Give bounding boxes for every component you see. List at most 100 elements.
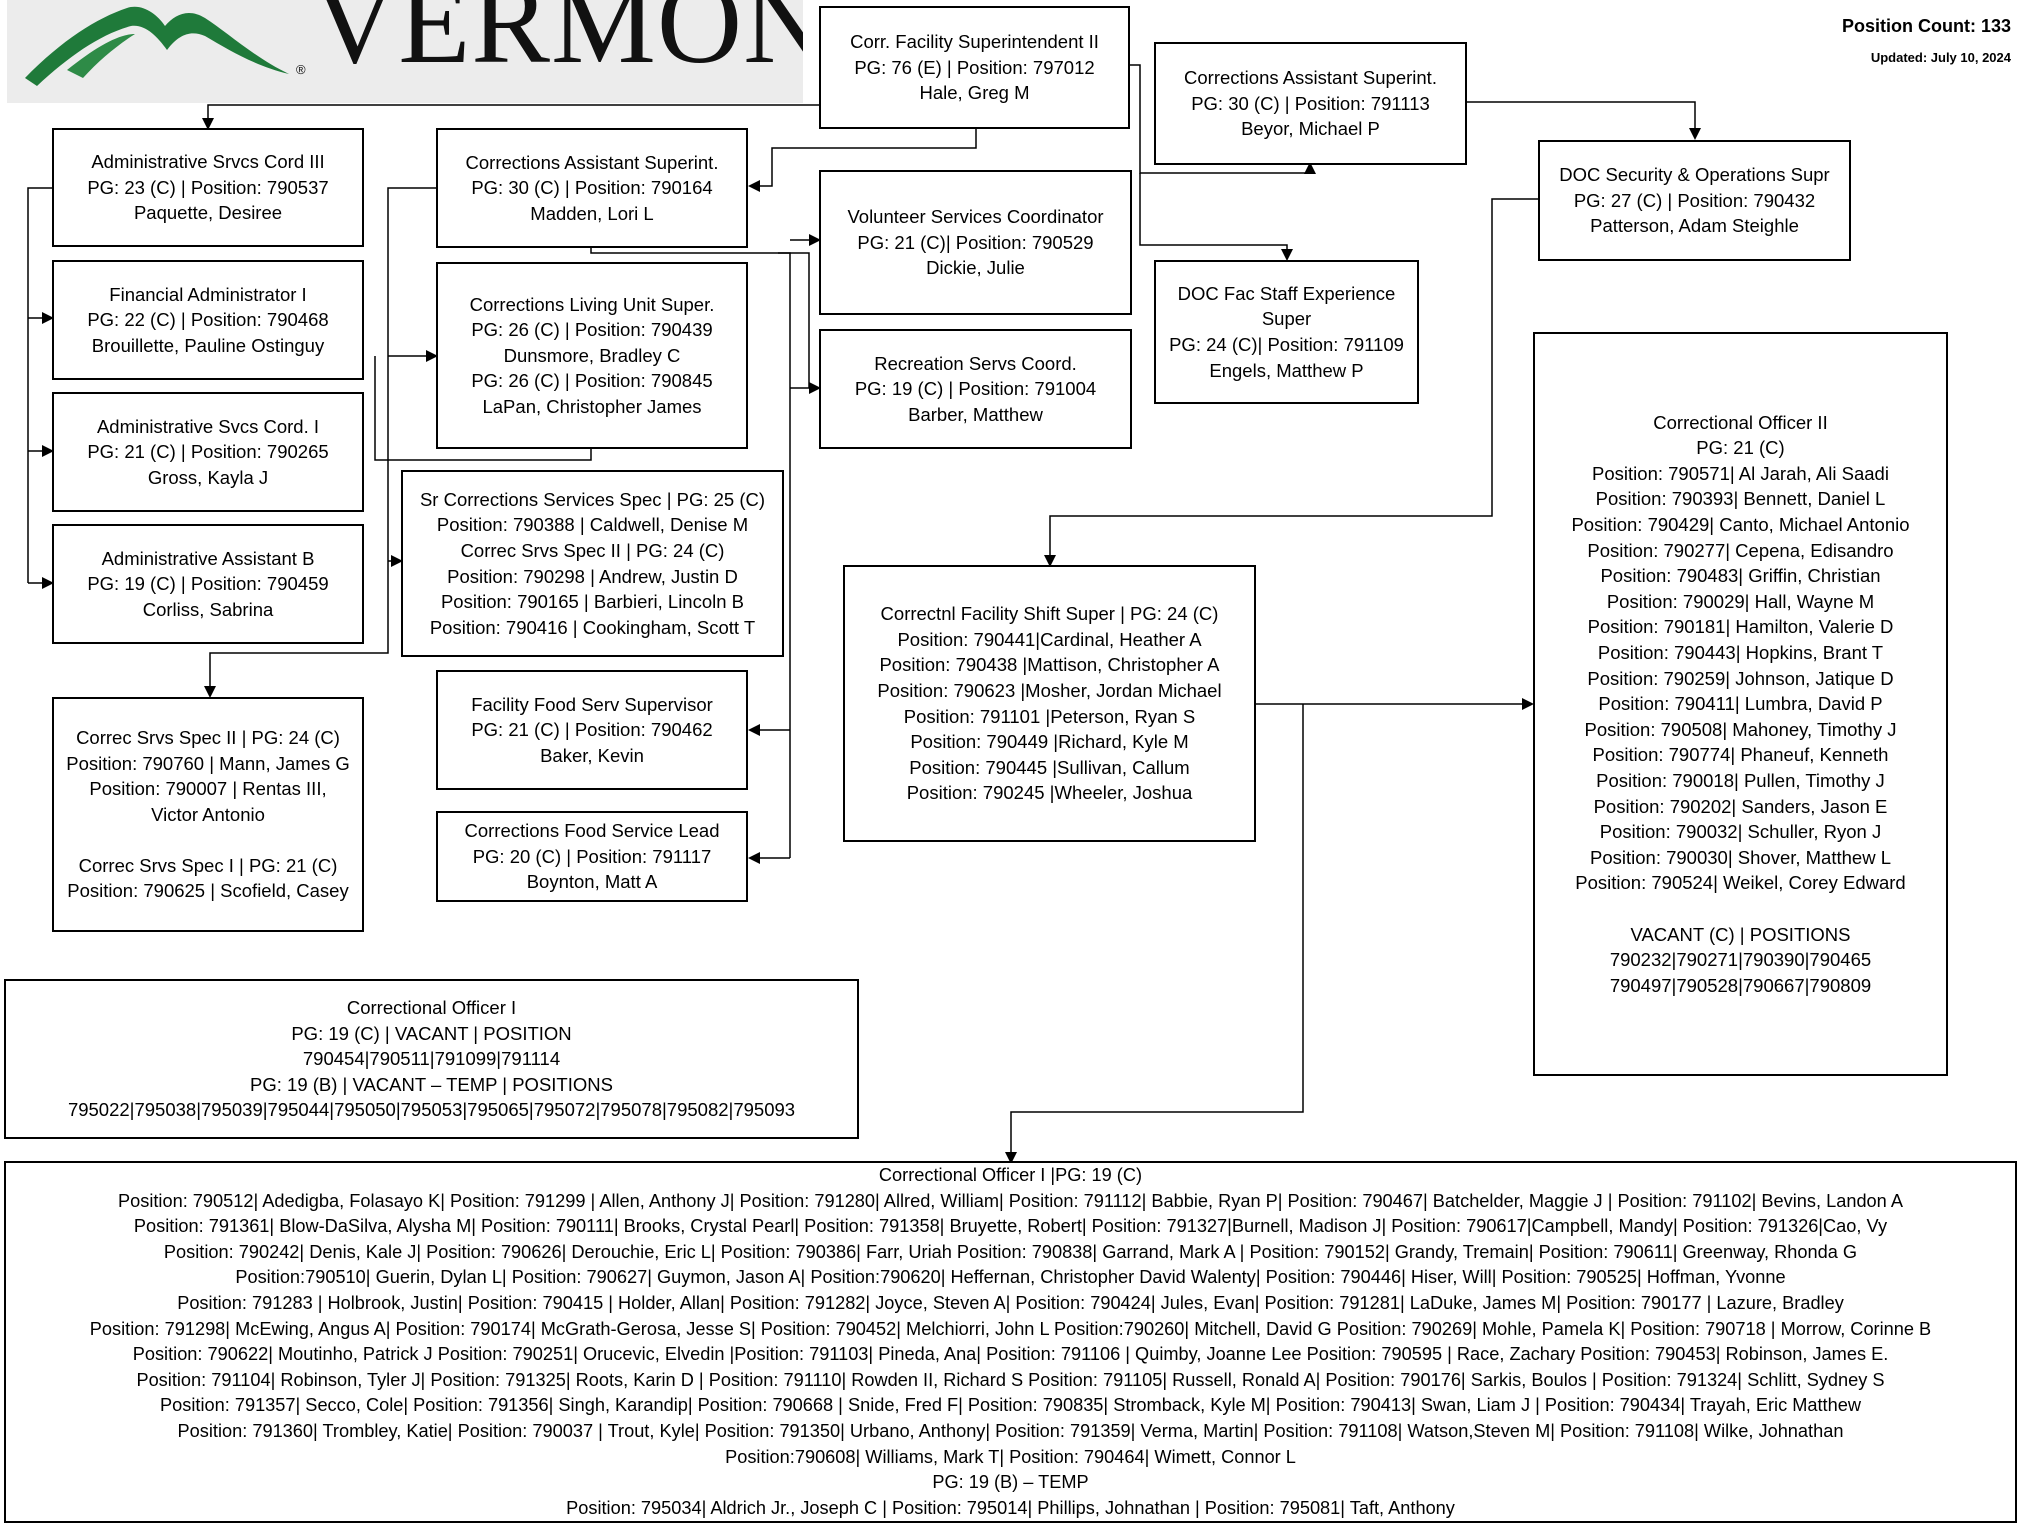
box-line: Position: 791298| McEwing, Angus A| Posi… (89, 1318, 1932, 1339)
box-line: LaPan, Christopher James (482, 395, 702, 417)
box-line: Position: 790393| Bennett, Daniel L (1595, 488, 1886, 510)
financial-admin-box: Financial Administrator I PG: 22 (C) | P… (52, 260, 364, 380)
box-line: Administrative Assistant B (101, 547, 315, 569)
box-line: PG: 26 (C) | Position: 790439 (471, 319, 713, 341)
box-line: Beyor, Michael P (1241, 118, 1380, 140)
box-line: Recreation Servs Coord. (874, 352, 1077, 374)
food-service-lead-box: Corrections Food Service Lead PG: 20 (C)… (436, 811, 748, 902)
security-ops-box: DOC Security & Operations Supr PG: 27 (C… (1538, 140, 1851, 261)
box-line: Facility Food Serv Supervisor (471, 693, 713, 715)
sr-services-box: Sr Corrections Services Spec | PG: 25 (C… (401, 470, 784, 657)
box-line: Position: 790571| Al Jarah, Ali Saadi (1592, 462, 1889, 484)
box-line: Position: 790007 | Rentas III, (89, 778, 327, 800)
box-line: Position: 791104| Robinson, Tyler J| Pos… (136, 1369, 1885, 1390)
box-line: Brouillette, Pauline Ostinguy (91, 334, 325, 356)
box-line: Administrative Svcs Cord. I (96, 415, 320, 437)
box-line: Position: 791283 | Holbrook, Justin| Pos… (177, 1292, 1844, 1313)
box-line: Corrections Living Unit Super. (469, 293, 715, 315)
box-line: Position: 790524| Weikel, Corey Edward (1575, 872, 1906, 894)
box-line: Correc Srvs Spec I | PG: 21 (C) (78, 854, 338, 876)
box-line: Position: 790774| Phaneuf, Kenneth (1592, 744, 1889, 766)
position-count: Position Count: 133 (1841, 16, 2011, 36)
box-line: Volunteer Services Coordinator (847, 206, 1104, 228)
box-line: Corr. Facility Superintendent II (850, 31, 1099, 53)
superintendent-box: Corr. Facility Superintendent II PG: 76 … (819, 6, 1130, 129)
box-line: Position: 790760 | Mann, James G (66, 752, 350, 774)
registered-mark: ® (296, 62, 306, 77)
box-line: Position: 790298 | Andrew, Justin D (447, 565, 738, 587)
box-line: 790454|790511|791099|791114 (302, 1048, 561, 1070)
box-line: Position:790608| Williams, Mark T| Posit… (725, 1446, 1296, 1467)
box-line: Corrections Assistant Superint. (465, 151, 719, 173)
box-line: PG: 19 (C) | Position: 790459 (87, 573, 329, 595)
box-line: Correctional Officer I (346, 997, 517, 1019)
box-line: Position:790510| Guerin, Dylan L| Positi… (235, 1267, 1786, 1288)
box-line: Position: 790030| Shover, Matthew L (1590, 846, 1891, 868)
box-line: PG: 19 (B) | VACANT – TEMP | POSITIONS (250, 1073, 613, 1095)
box-line: Engels, Matthew P (1209, 359, 1364, 381)
box-line: Position: 790508| Mahoney, Timothy J (1584, 718, 1897, 740)
admin-svcs-cord-i-box: Administrative Svcs Cord. I PG: 21 (C) |… (52, 392, 364, 512)
box-line: 790497|790528|790667|790809 (1609, 974, 1872, 996)
box-line: Position: 790032| Schuller, Ryon J (1599, 821, 1882, 843)
box-line: Position: 791361| Blow-DaSilva, Alysha M… (133, 1216, 1888, 1237)
box-line: Position: 790623 |Mosher, Jordan Michael (877, 679, 1222, 701)
box-line: Paquette, Desiree (133, 202, 283, 224)
co1-vacant-box: Correctional Officer I PG: 19 (C) | VACA… (4, 979, 859, 1139)
box-line: Administrative Srvcs Cord III (91, 151, 325, 173)
mountain-logo-icon (25, 6, 289, 86)
box-line: Position: 790259| Johnson, Jatique D (1587, 667, 1894, 689)
box-line: Position: 790242| Denis, Kale J| Positio… (163, 1241, 1858, 1262)
co1-roster-box: Correctional Officer I |PG: 19 (C) Posit… (4, 1161, 2017, 1523)
box-line: Position: 790449 |Richard, Kyle M (910, 731, 1189, 753)
co2-box: Correctional Officer II PG: 21 (C) Posit… (1533, 332, 1948, 1076)
box-line: Correctional Officer I |PG: 19 (C) (878, 1165, 1143, 1185)
admin-srvcs-cord-iii-box: Administrative Srvcs Cord III PG: 23 (C)… (52, 128, 364, 247)
box-line: Correc Srvs Spec II | PG: 24 (C) (76, 726, 340, 748)
box-line: 795022|795038|795039|795044|795050|79505… (67, 1099, 796, 1121)
box-line: Position: 790416 | Cookingham, Scott T (429, 616, 756, 638)
box-line: Position: 791101 |Peterson, Ryan S (903, 705, 1196, 727)
box-line: Corrections Food Service Lead (464, 820, 720, 842)
box-line: Position: 790165 | Barbieri, Lincoln B (440, 591, 745, 613)
box-line: Boynton, Matt A (526, 871, 658, 893)
box-line: Baker, Kevin (540, 744, 644, 766)
staff-experience-box: DOC Fac Staff Experience Super PG: 24 (C… (1154, 260, 1419, 404)
box-line: DOC Security & Operations Supr (1559, 164, 1830, 186)
box-line: Corrections Assistant Superint. (1184, 67, 1437, 89)
state-logo: ® VERMONT (7, 0, 803, 103)
box-line: Gross, Kayla J (147, 466, 269, 488)
box-line: PG: 26 (C) | Position: 790845 (471, 370, 713, 392)
volunteer-box: Volunteer Services Coordinator PG: 21 (C… (819, 170, 1132, 315)
asst-supt-madden-box: Corrections Assistant Superint. PG: 30 (… (436, 128, 748, 248)
box-line: PG: 24 (C)| Position: 791109 (1169, 334, 1404, 355)
box-line: Position: 790245 |Wheeler, Joshua (906, 782, 1193, 804)
box-line: PG: 20 (C) | Position: 791117 (472, 845, 712, 867)
shift-super-box: Correctnl Facility Shift Super | PG: 24 … (843, 565, 1256, 842)
box-line: DOC Fac Staff Experience (1177, 282, 1396, 304)
box-line: Sr Corrections Services Spec | PG: 25 (C… (419, 488, 766, 510)
logo-wordmark: VERMONT (312, 0, 803, 88)
box-line: Position: 790625 | Scofield, Casey (67, 880, 349, 902)
box-line: Hale, Greg M (919, 82, 1030, 104)
box-line: Barber, Matthew (908, 403, 1043, 425)
box-line: PG: 76 (E) | Position: 797012 (854, 56, 1095, 78)
box-line: 790232|790271|790390|790465 (1609, 949, 1872, 971)
box-line: VACANT (C) | POSITIONS (1630, 923, 1851, 945)
box-line: Position: 790388 | Caldwell, Denise M (436, 514, 749, 536)
box-line: Position: 790622| Moutinho, Patrick J Po… (132, 1344, 1889, 1365)
box-line: Position: 790181| Hamilton, Valerie D (1587, 616, 1894, 638)
box-line: Corliss, Sabrina (142, 598, 274, 620)
box-line: Victor Antonio (151, 803, 265, 825)
box-line: Position: 790512| Adedigba, Folasayo K| … (118, 1190, 1903, 1211)
recreation-box: Recreation Servs Coord. PG: 19 (C) | Pos… (819, 329, 1132, 449)
box-line: Position: 791360| Trombley, Katie| Posit… (177, 1420, 1844, 1441)
box-line: Patterson, Adam Steighle (1590, 215, 1799, 237)
box-line: Position: 790029| Hall, Wayne M (1606, 590, 1875, 612)
box-line: Position: 790411| Lumbra, David P (1598, 693, 1883, 715)
box-line: Position: 790202| Sanders, Jason E (1593, 795, 1888, 817)
box-line: Position: 790438 |Mattison, Christopher … (879, 654, 1220, 676)
box-line: Position: 795034| Aldrich Jr., Joseph C … (566, 1497, 1455, 1518)
box-line: PG: 21 (C) (1696, 437, 1785, 459)
